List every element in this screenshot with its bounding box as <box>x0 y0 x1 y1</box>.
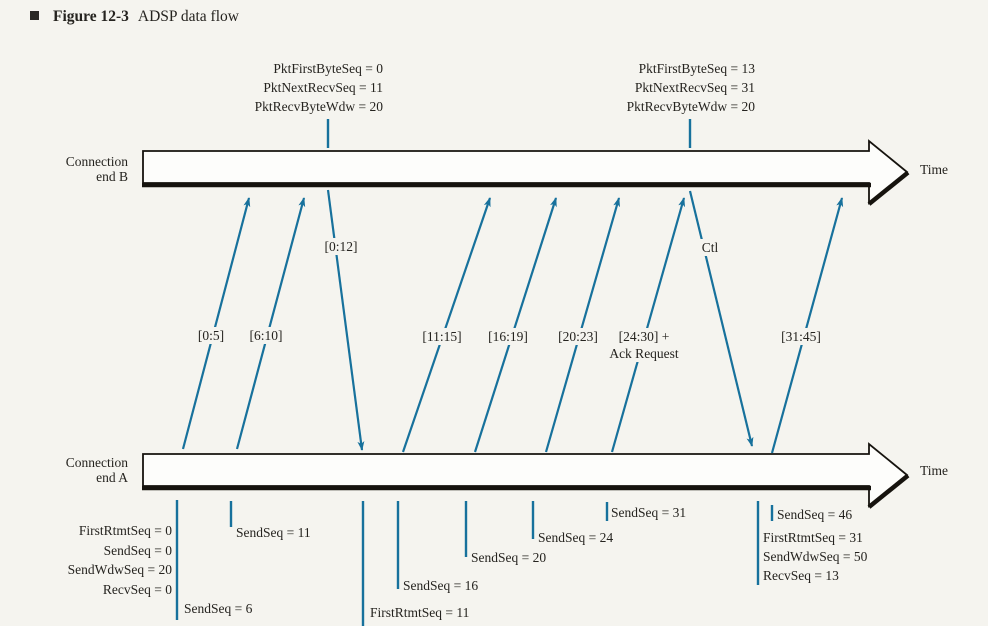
packet-arrow-20-23 <box>544 197 621 453</box>
annotation-line: PktNextRecvSeq = 31 <box>634 80 755 95</box>
packet-label-6-10: [6:10] <box>246 327 286 344</box>
state-sendseq-6: SendSeq = 6 <box>184 601 253 616</box>
packet-arrow-31-45 <box>770 197 844 454</box>
figure-title: Figure 12-3 ADSP data flow <box>30 8 239 26</box>
state-sendseq-46: SendSeq = 46 <box>777 507 853 522</box>
state-sendseq-31: SendSeq = 31 <box>611 505 687 520</box>
state-firstrtmtseq-11: FirstRtmtSeq = 11 <box>370 605 470 620</box>
timeline-b-head-shadow <box>867 170 910 206</box>
packet-arrow-16-19 <box>473 197 558 453</box>
annotation-line: PktNextRecvSeq = 11 <box>263 80 383 95</box>
annotation-line: PktRecvByteWdw = 20 <box>254 99 383 114</box>
state-sendseq-11: SendSeq = 11 <box>236 525 311 540</box>
packet-label-11-15: [11:15] <box>419 328 465 345</box>
annotation-line: PktRecvByteWdw = 20 <box>626 99 755 114</box>
packet-arrow-24-30 <box>610 197 686 453</box>
packet-arrow-6-10 <box>235 197 306 450</box>
pkt-annotation-block-2: PktFirstByteSeq = 13 PktNextRecvSeq = 31… <box>600 59 755 116</box>
state-sendseq-24: SendSeq = 24 <box>538 530 614 545</box>
timeline-a-head-shadow <box>867 473 910 509</box>
packet-label-ctl: Ctl <box>698 239 722 256</box>
state-sendseq-16: SendSeq = 16 <box>403 578 479 593</box>
packet-arrow-11-15 <box>401 197 492 453</box>
packet-label-16-19: [16:19] <box>485 328 531 345</box>
packet-label-20-23: [20:23] <box>555 328 601 345</box>
timeline-a-arrow <box>142 442 909 508</box>
packet-label-0-5: [0:5] <box>194 327 228 344</box>
connection-end-b-label: Connection end B <box>65 154 128 184</box>
annotation-line: PktFirstByteSeq = 13 <box>638 61 755 76</box>
packet-label-31-45: [31:45] <box>778 328 824 345</box>
connection-end-a-label: Connection end A <box>65 455 128 485</box>
time-label-a: Time <box>920 463 949 478</box>
packet-arrow-0-12 <box>326 189 365 451</box>
packet-arrow-0-5 <box>181 197 251 450</box>
state-block-end: FirstRtmtSeq = 31 SendWdwSeq = 50 RecvSe… <box>763 530 868 583</box>
packet-arrow-ctl <box>688 190 754 447</box>
packet-label-24-30: [24:30] + Ack Request <box>606 328 682 362</box>
figure-bullet-icon <box>30 11 39 20</box>
figure-caption: ADSP data flow <box>137 8 239 25</box>
timeline-b-arrow <box>142 139 909 205</box>
state-block-start: FirstRtmtSeq = 0 SendSeq = 0 SendWdwSeq … <box>67 523 172 597</box>
pkt-annotation-block-1: PktFirstByteSeq = 0 PktNextRecvSeq = 11 … <box>228 59 383 116</box>
figure-number: Figure 12-3 <box>53 8 129 25</box>
packet-label-0-12: [0:12] <box>321 238 361 255</box>
state-sendseq-20: SendSeq = 20 <box>471 550 547 565</box>
annotation-line: PktFirstByteSeq = 0 <box>273 61 383 76</box>
time-label-b: Time <box>920 162 949 177</box>
